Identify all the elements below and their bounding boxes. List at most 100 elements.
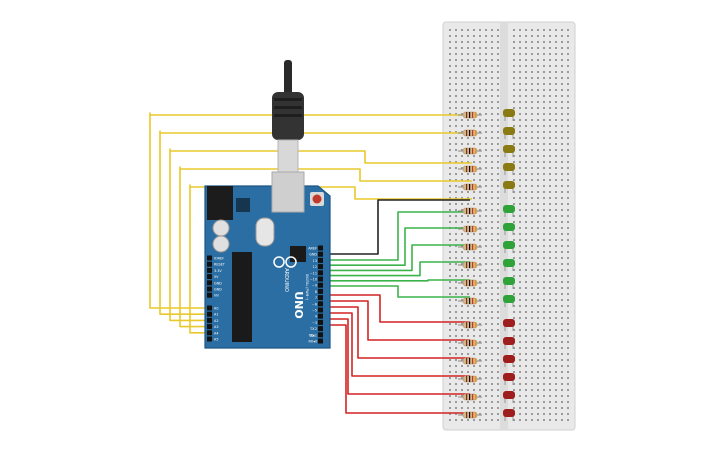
breadboard-hole (491, 77, 493, 79)
breadboard-hole (479, 71, 481, 73)
digital-pin[interactable] (318, 319, 323, 325)
breadboard-hole (561, 257, 563, 259)
breadboard-hole (513, 311, 515, 313)
breadboard-hole (461, 371, 463, 373)
led[interactable] (503, 145, 515, 153)
digital-pin[interactable] (318, 338, 323, 344)
digital-pin[interactable] (318, 326, 323, 332)
wire[interactable] (323, 300, 470, 341)
breadboard-hole (555, 257, 557, 259)
power-pin[interactable] (207, 267, 212, 273)
breadboard-hole (555, 221, 557, 223)
wire[interactable] (323, 324, 470, 414)
usb-cable[interactable] (272, 60, 304, 173)
breadboard-hole (485, 143, 487, 145)
digital-pin[interactable] (318, 313, 323, 319)
led[interactable] (503, 205, 515, 213)
power-pin[interactable] (207, 274, 212, 280)
led[interactable] (503, 163, 515, 171)
led[interactable] (503, 355, 515, 363)
wire[interactable] (323, 211, 470, 261)
analog-pin[interactable] (207, 324, 212, 330)
digital-pin[interactable] (318, 301, 323, 307)
power-pin[interactable] (207, 255, 212, 261)
usb-b-port[interactable] (271, 171, 305, 213)
led[interactable] (503, 181, 515, 189)
wire[interactable] (323, 312, 470, 377)
digital-pin[interactable] (318, 245, 323, 251)
wire[interactable] (323, 261, 470, 277)
wire[interactable] (323, 318, 470, 395)
led[interactable] (503, 337, 515, 345)
reset-button[interactable] (312, 194, 322, 204)
breadboard-hole (479, 407, 481, 409)
breadboard-hole (561, 155, 563, 157)
breadboard-hole (513, 65, 515, 67)
led[interactable] (503, 319, 515, 327)
led[interactable] (503, 241, 515, 249)
wire[interactable] (179, 166, 472, 328)
led[interactable] (503, 409, 515, 417)
breadboard-hole (449, 287, 451, 289)
breadboard-hole (525, 203, 527, 205)
breadboard-hole (449, 167, 451, 169)
breadboard-hole (461, 275, 463, 277)
breadboard-hole (449, 251, 451, 253)
breadboard-hole (519, 185, 521, 187)
led[interactable] (503, 259, 515, 267)
smd-chip (290, 246, 306, 262)
wire[interactable] (323, 244, 470, 272)
led[interactable] (503, 127, 515, 135)
digital-pin[interactable] (318, 288, 323, 294)
breadboard-hole (561, 101, 563, 103)
led[interactable] (503, 295, 515, 303)
digital-pin[interactable] (318, 276, 323, 282)
breadboard-hole (455, 209, 457, 211)
wire[interactable] (189, 184, 472, 334)
power-pin[interactable] (207, 261, 212, 267)
analog-pin[interactable] (207, 330, 212, 336)
breadboard-hole (531, 299, 533, 301)
breadboard-hole (485, 215, 487, 217)
led[interactable] (503, 223, 515, 231)
digital-pin[interactable] (318, 332, 323, 338)
analog-pin[interactable] (207, 305, 212, 311)
breadboard-hole (491, 359, 493, 361)
led[interactable] (503, 109, 515, 117)
led[interactable] (503, 373, 515, 381)
analog-pin[interactable] (207, 336, 212, 342)
digital-pin[interactable] (318, 264, 323, 270)
analog-pin[interactable] (207, 311, 212, 317)
wire[interactable] (323, 285, 470, 298)
led[interactable] (503, 277, 515, 285)
power-pin[interactable] (207, 292, 212, 298)
wire[interactable] (323, 199, 470, 255)
dc-power-jack[interactable] (207, 186, 233, 220)
wire[interactable] (323, 279, 470, 282)
breadboard-hole (513, 47, 515, 49)
digital-pin[interactable] (318, 307, 323, 313)
digital-pin[interactable] (318, 257, 323, 263)
breadboard-hole (479, 35, 481, 37)
breadboard-hole (537, 47, 539, 49)
arduino-board[interactable]: ARDUINO UNO DIGITAL (PWM~) TX RX IOREFRE… (204, 171, 331, 349)
breadboard-hole (543, 347, 545, 349)
wire[interactable] (169, 148, 472, 322)
digital-pin[interactable] (318, 251, 323, 257)
breadboard-hole (485, 113, 487, 115)
breadboard-hole (455, 359, 457, 361)
breadboard-hole (519, 281, 521, 283)
digital-pin[interactable] (318, 282, 323, 288)
analog-pin[interactable] (207, 317, 212, 323)
breadboard-hole (449, 419, 451, 421)
led[interactable] (503, 391, 515, 399)
wire[interactable] (323, 294, 470, 323)
digital-pin[interactable] (318, 295, 323, 301)
digital-pin[interactable] (318, 270, 323, 276)
wire[interactable] (159, 130, 472, 316)
wire[interactable] (323, 306, 470, 359)
power-pin[interactable] (207, 280, 212, 286)
power-pin[interactable] (207, 286, 212, 292)
breadboard-hole (525, 77, 527, 79)
wire[interactable] (323, 227, 470, 267)
